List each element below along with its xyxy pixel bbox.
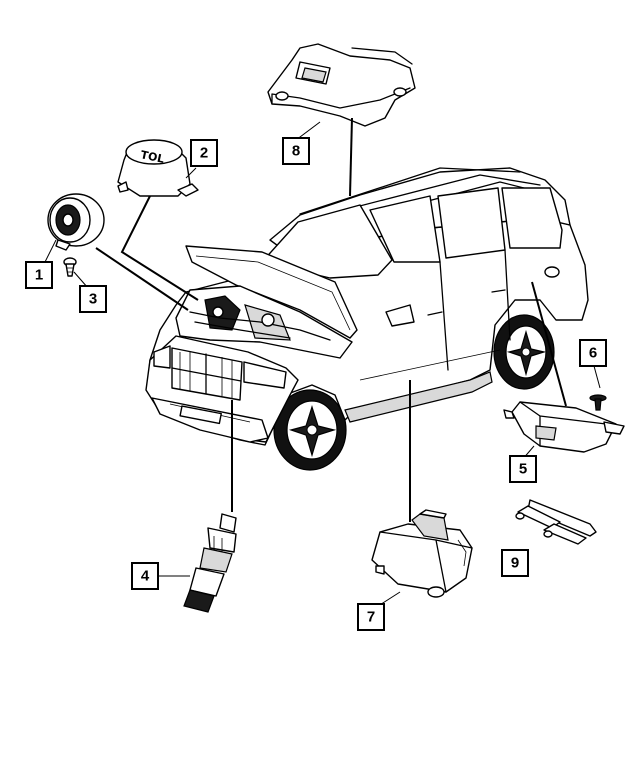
callout-1-label: 1 bbox=[35, 267, 43, 284]
part-6-pin bbox=[589, 394, 607, 411]
part-9-bracket bbox=[515, 499, 597, 545]
callout-2-label: 2 bbox=[200, 145, 208, 162]
vehicle-illustration bbox=[145, 167, 589, 471]
callout-9: 9 bbox=[501, 549, 529, 577]
part-5-module bbox=[503, 401, 625, 453]
horn-marking: TOL bbox=[139, 148, 165, 166]
callout-6-label: 6 bbox=[589, 345, 597, 362]
part-2-horn: TOL bbox=[117, 139, 199, 197]
callout-1: 1 bbox=[25, 261, 53, 289]
callout-9-label: 9 bbox=[511, 555, 519, 572]
part-1-switch bbox=[47, 193, 105, 251]
front-wheel bbox=[273, 389, 347, 471]
callout-7-label: 7 bbox=[367, 609, 375, 626]
part-8-module bbox=[267, 43, 416, 127]
callout-3-label: 3 bbox=[89, 291, 97, 308]
callout-4-label: 4 bbox=[141, 568, 150, 585]
part-3-screw bbox=[63, 257, 77, 277]
callout-3: 3 bbox=[79, 285, 107, 313]
part-7-module bbox=[371, 509, 473, 598]
callout-4: 4 bbox=[131, 562, 159, 590]
callout-5-label: 5 bbox=[519, 461, 527, 478]
callout-5: 5 bbox=[509, 455, 537, 483]
callout-8: 8 bbox=[282, 137, 310, 165]
callout-2: 2 bbox=[190, 139, 218, 167]
part-4-sensor bbox=[183, 513, 237, 613]
leader-lines bbox=[41, 117, 601, 611]
callout-7: 7 bbox=[357, 603, 385, 631]
callout-6: 6 bbox=[579, 339, 607, 367]
callout-8-label: 8 bbox=[292, 143, 300, 160]
